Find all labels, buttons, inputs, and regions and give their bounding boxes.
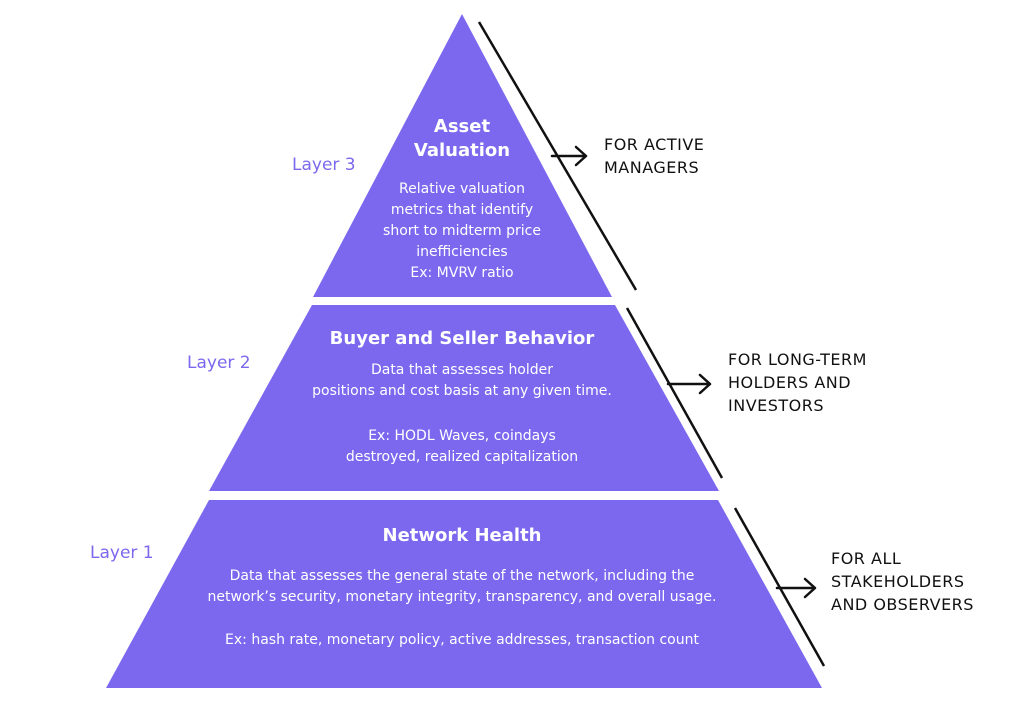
layer-3: Layer 3 Asset Valuation Relative valuati…	[292, 14, 704, 297]
layer-1-trapezoid	[106, 500, 822, 688]
layer-3-title-line-2: Valuation	[414, 140, 510, 161]
layer-2-side-rule	[625, 307, 724, 479]
layer-1-audience-line-2: STAKEHOLDERS	[831, 572, 964, 591]
layer-1-audience-line-1: FOR ALL	[831, 549, 901, 568]
layer-2-desc-line-5: destroyed, realized capitalization	[346, 449, 578, 465]
layer-1-audience-line-3: AND OBSERVERS	[831, 595, 974, 614]
layer-1-title: Network Health	[383, 525, 542, 546]
layer-3-title-line-1: Asset	[434, 116, 491, 137]
layer-1: Layer 1 Network Health Data that assesse…	[90, 500, 974, 688]
layer-3-desc-line-4: inefficiencies	[416, 244, 507, 260]
layer-3-audience-line-2: MANAGERS	[604, 158, 699, 177]
layer-2-desc-line-1: Data that assesses holder	[371, 362, 553, 378]
layer-2-arrow-icon	[666, 373, 712, 395]
layer-3-desc-line-5: Ex: MVRV ratio	[410, 265, 513, 281]
layer-3-desc-line-2: metrics that identify	[391, 202, 533, 218]
layer-3-desc-line-3: short to midterm price	[383, 223, 541, 239]
layer-2-audience-line-1: FOR LONG-TERM	[728, 350, 867, 369]
layer-2-desc-line-4: Ex: HODL Waves, coindays	[368, 428, 556, 444]
layer-3-triangle	[313, 14, 612, 297]
layer-2-trapezoid	[209, 305, 719, 491]
layer-1-desc-line-1: Data that assesses the general state of …	[230, 568, 695, 584]
layer-1-desc-line-2: network’s security, monetary integrity, …	[208, 589, 717, 605]
layer-1-arrow-icon	[775, 577, 817, 599]
layer-2-audience-line-3: INVESTORS	[728, 396, 824, 415]
layer-3-desc-line-1: Relative valuation	[399, 181, 525, 197]
layer-1-label: Layer 1	[90, 543, 154, 563]
layer-2-audience-line-2: HOLDERS AND	[728, 373, 851, 392]
layer-3-audience-line-1: FOR ACTIVE	[604, 135, 704, 154]
layer-2-title: Buyer and Seller Behavior	[330, 328, 595, 349]
layer-2-label: Layer 2	[187, 353, 251, 373]
layer-2: Layer 2 Buyer and Seller Behavior Data t…	[187, 305, 867, 491]
layer-1-desc-line-4: Ex: hash rate, monetary policy, active a…	[225, 632, 699, 648]
layer-2-desc-line-2: positions and cost basis at any given ti…	[312, 383, 612, 399]
layer-3-label: Layer 3	[292, 155, 356, 175]
layer-3-arrow-icon	[550, 145, 588, 167]
